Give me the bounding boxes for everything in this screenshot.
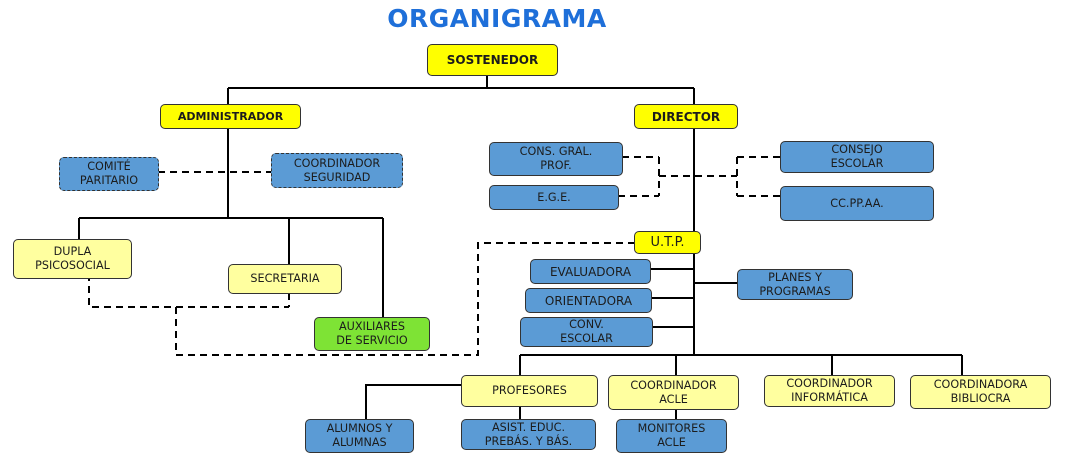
line-bottom-branch	[519, 354, 963, 375]
node-coordinador-seguridad[interactable]: COORDINADOR SEGURIDAD	[271, 153, 403, 188]
node-coordinador-acle[interactable]: COORDINADOR ACLE	[608, 375, 739, 410]
node-profesores[interactable]: PROFESORES	[461, 375, 598, 407]
node-administrador[interactable]: ADMINISTRADOR	[160, 104, 301, 129]
node-evaluadora[interactable]: EVALUADORA	[530, 259, 651, 284]
node-asist-educ[interactable]: ASIST. EDUC. PREBÁS. Y BÁS.	[461, 419, 596, 450]
line-utp-children	[650, 268, 737, 328]
node-comite-paritario[interactable]: COMITÉ PARITARIO	[59, 157, 159, 191]
node-dupla-psicosocial[interactable]: DUPLA PSICOSOCIAL	[13, 239, 132, 279]
node-cons-gral-prof[interactable]: CONS. GRAL. PROF.	[489, 142, 623, 176]
node-coordinadora-bibliocra[interactable]: COORDINADORA BIBLIOCRA	[910, 375, 1051, 409]
dashed-councils	[618, 156, 780, 197]
line-profesores-children	[365, 384, 677, 419]
node-ccppaa[interactable]: CC.PP.AA.	[780, 186, 934, 221]
line-admin-trunk	[78, 128, 384, 317]
node-alumnos[interactable]: ALUMNOS Y ALUMNAS	[305, 419, 414, 453]
chart-title: ORGANIGRAMA	[387, 4, 607, 33]
node-planes-programas[interactable]: PLANES Y PROGRAMAS	[737, 269, 853, 300]
node-coordinador-informatica[interactable]: COORDINADOR INFORMÁTICA	[764, 375, 895, 407]
node-orientadora[interactable]: ORIENTADORA	[525, 288, 652, 313]
node-monitores-acle[interactable]: MONITORES ACLE	[616, 419, 727, 453]
node-sostenedor[interactable]: SOSTENEDOR	[427, 44, 558, 76]
node-ege[interactable]: E.G.E.	[489, 185, 619, 210]
node-auxiliares-servicio[interactable]: AUXILIARES DE SERVICIO	[314, 317, 430, 351]
node-utp[interactable]: U.T.P.	[634, 231, 701, 254]
line-sostenedor-branch	[227, 75, 695, 104]
node-conv-escolar[interactable]: CONV. ESCOLAR	[520, 317, 653, 347]
node-secretaria[interactable]: SECRETARIA	[228, 264, 342, 294]
node-consejo-escolar[interactable]: CONSEJO ESCOLAR	[780, 141, 934, 173]
node-director[interactable]: DIRECTOR	[634, 104, 738, 129]
